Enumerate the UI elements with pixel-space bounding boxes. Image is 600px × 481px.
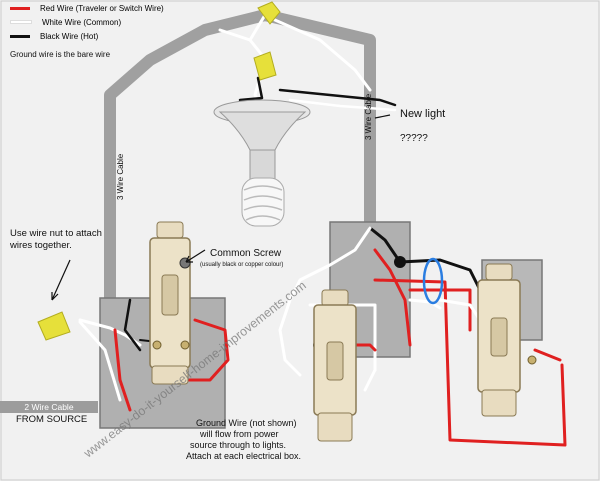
cfl-bulb (241, 177, 285, 227)
arrow-new-light (374, 114, 391, 119)
right-3-wire-cable (263, 9, 376, 225)
wire-nut-top (257, 1, 281, 25)
label-source: FROM SOURCE (16, 414, 88, 425)
switch-left-top-tab (156, 221, 184, 239)
red-wire-middle-stub (353, 343, 377, 352)
white-wire-ceiling-2 (248, 13, 267, 42)
bulb-body (241, 177, 285, 227)
switch-middle (313, 289, 357, 442)
switch-left-toggle (161, 274, 179, 316)
black-wire-to-light (238, 76, 264, 102)
switch-right-bottom-tab (481, 389, 517, 417)
legend-red: Red Wire (Traveler or Switch Wire) (10, 2, 164, 14)
label-new-light: New light (400, 108, 446, 120)
ground-note-line-3: source through to lights. (190, 440, 287, 450)
label-common-screw: Common Screw (210, 248, 282, 259)
ground-note-line-2: will flow from power (200, 429, 279, 439)
fixture-neck (249, 149, 276, 181)
light-fixture (213, 99, 311, 227)
arrow-common-screw-head (185, 255, 193, 263)
black-wire-middle-top (368, 226, 402, 264)
switch-middle-top-tab (321, 289, 349, 307)
bulb-coils (243, 185, 283, 221)
label-question: ????? (400, 133, 428, 144)
white-wire-middle-curve (278, 226, 372, 377)
black-wire-left-switch (123, 298, 142, 352)
label-common-screw-note: (usually black or copper colour) (200, 262, 284, 268)
switch-right (477, 263, 537, 417)
switch-left (149, 221, 191, 385)
white-wire-right-in (438, 298, 482, 322)
wire-nut-left (37, 311, 71, 341)
legend-black-label: Black Wire (Hot) (40, 31, 99, 41)
legend-black: Black Wire (Hot) (10, 30, 98, 42)
legend-red-label: Red Wire (Traveler or Switch Wire) (40, 3, 164, 13)
red-wire-traveler-long (373, 278, 567, 447)
switch-left-screw-1 (152, 340, 162, 350)
switch-left-common-screw (179, 257, 191, 269)
red-wire-left-1 (113, 328, 132, 412)
arrow-common-screw (185, 249, 206, 263)
switch-right-screw (527, 355, 537, 365)
switch-middle-toggle (326, 341, 344, 381)
black-wire-light-right (278, 88, 397, 107)
switch-middle-bottom-tab (317, 412, 353, 442)
legend-swatch-red (10, 6, 30, 10)
ground-note: Ground Wire (not shown) will flow from p… (186, 418, 301, 462)
legend-white-label: White Wire (Common) (42, 17, 122, 27)
label-source-cable: 2 Wire Cable (0, 401, 98, 413)
red-wire-left-2 (183, 318, 230, 382)
label-wire-nut-note: Use wire nut to attach wires together. (10, 228, 102, 251)
white-wire-middle-tail (363, 368, 377, 392)
switch-right-toggle (490, 317, 508, 357)
legend-ground-note: Ground wire is the bare wire (10, 50, 111, 59)
red-wire-right-out (533, 348, 562, 362)
annotation-arrows (51, 114, 391, 301)
ground-note-line-1: Ground Wire (not shown) (196, 418, 297, 428)
legend-white: White Wire (Common) (10, 16, 121, 28)
arrow-wire-nut (51, 259, 71, 301)
arrow-wire-nut-head (51, 292, 59, 301)
label-cable-right: 3 Wire Cable (364, 93, 373, 140)
label-cable-left: 3 Wire Cable (116, 153, 125, 200)
wire-nuts (37, 1, 281, 341)
wires (78, 13, 567, 447)
white-wire-light-right (288, 98, 397, 112)
white-wire-ceiling-right (273, 18, 372, 92)
wire-nut-middle (253, 51, 277, 81)
white-wire-left-down (78, 320, 122, 402)
switch-left-screw-2 (180, 340, 190, 350)
ground-note-line-4: Attach at each electrical box. (186, 451, 302, 461)
black-wire-junction-dot (394, 256, 406, 268)
switch-right-top-tab (485, 263, 513, 281)
red-wire-middle-1 (373, 248, 412, 347)
switch-left-bottom-tab (151, 365, 189, 385)
highlight-ring (422, 257, 444, 305)
left-3-wire-cable (104, 9, 267, 310)
red-wire-traveler-short (408, 288, 472, 332)
legend-swatch-white (10, 20, 32, 24)
legend-swatch-black (10, 34, 30, 38)
